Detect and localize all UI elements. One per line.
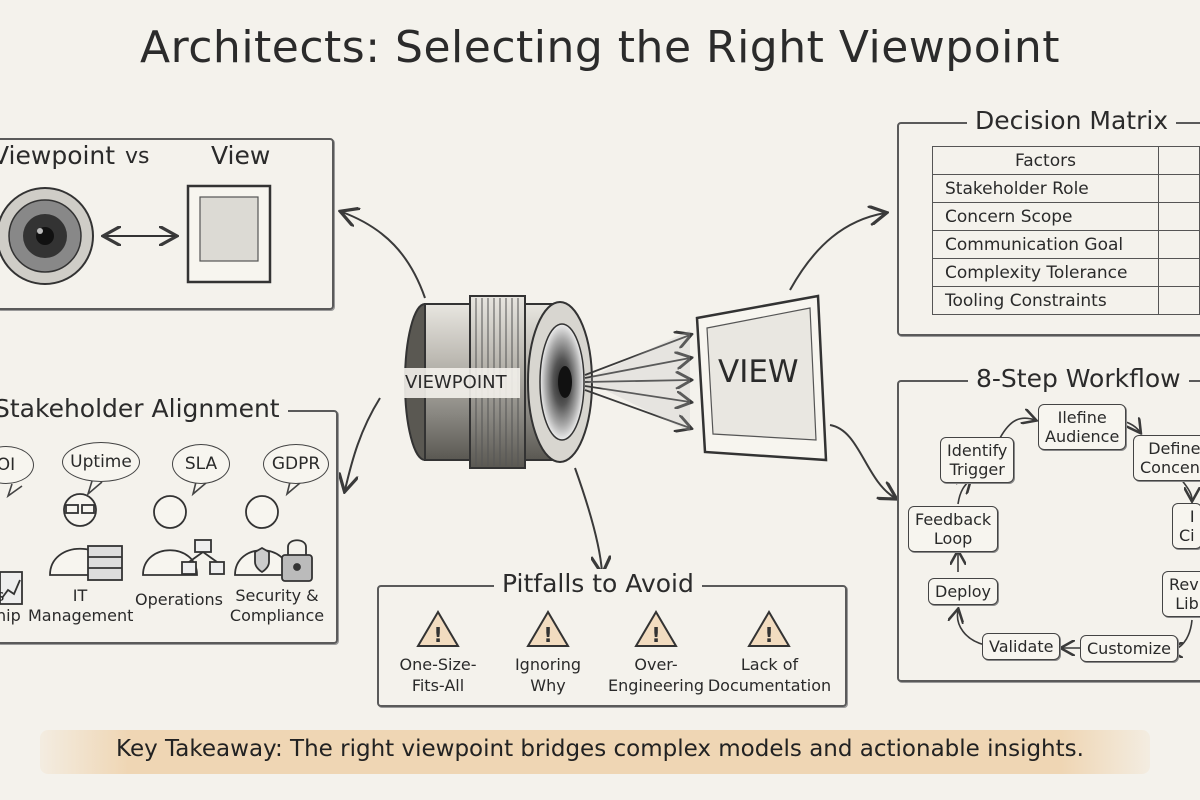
svg-text:!: ! [433, 623, 442, 647]
matrix-cell: Communication Goal [932, 230, 1159, 259]
decision-matrix-title: Decision Matrix [967, 106, 1177, 135]
speech-bubble: SLA [172, 444, 230, 484]
workflow-title: 8-Step Workflow [968, 364, 1189, 393]
step-define-audience: Ilefine Audience [1038, 404, 1127, 450]
arrow-to-pitfalls [574, 467, 602, 572]
arrow-to-workflow [829, 424, 895, 498]
viewpoint-vs-view-panel [0, 138, 334, 310]
matrix-cell: Stakeholder Role [932, 174, 1159, 203]
step-review-library: Rev Lib [1162, 571, 1200, 617]
arrow-to-stakeholder [345, 397, 381, 490]
warning-icons [416, 610, 791, 647]
lens-icon [400, 295, 593, 469]
step-validate: Validate [982, 633, 1061, 660]
arrow-to-decision-matrix [789, 213, 885, 291]
arrow-to-viewpoint-vs-view [342, 212, 426, 299]
matrix-cell: Tooling Constraints [932, 286, 1159, 315]
projection-rays [584, 335, 690, 428]
matrix-cell: Concern Scope [932, 202, 1159, 231]
step-feedback-loop: Feedback Loop [908, 506, 999, 552]
camera-lens-icon [0, 187, 94, 285]
takeaway-banner [40, 730, 1150, 774]
role-label: IT Management [28, 586, 134, 625]
matrix-cell: Factors [932, 146, 1159, 175]
matrix-cell: Complexity Tolerance [932, 258, 1159, 287]
pitfalls-title: Pitfalls to Avoid [494, 569, 702, 598]
step-identify-trigger: Identify Trigger [940, 437, 1015, 483]
view-picture-icon [186, 184, 272, 284]
step-define-concerns: Define Concenc [1133, 435, 1200, 481]
matrix-row: Stakeholder Role [932, 174, 1200, 203]
pitfall-item: One-Size- Fits-All [399, 655, 477, 695]
matrix-row: Complexity Tolerance [932, 258, 1200, 287]
speech-bubble: GDPR [263, 444, 329, 484]
viewpoint-label: Viewpoint [0, 141, 116, 170]
vs-label: vs [125, 144, 150, 169]
view-label: View [211, 141, 271, 170]
svg-text:!: ! [651, 623, 660, 647]
takeaway-text: Key Takeaway: The right viewpoint bridge… [116, 736, 1084, 762]
speech-bubble: Uptime [62, 442, 140, 482]
matrix-row: Concern Scope [932, 202, 1200, 231]
matrix-row: Tooling Constraints [932, 286, 1200, 315]
role-label: Operations [135, 590, 223, 609]
pitfall-item: Lack of Documentation [707, 655, 832, 695]
view-box-label: VIEW [718, 354, 799, 390]
matrix-row: Factors [932, 146, 1200, 175]
step-customize: Customize [1080, 635, 1178, 662]
stakeholder-alignment-title: Stakeholder Alignment [0, 394, 288, 423]
decision-matrix-table: Factors Stakeholder Role Concern Scope C… [932, 146, 1200, 315]
pitfall-item: Over- Engineering [608, 655, 704, 695]
lens-label: VIEWPOINT [405, 372, 507, 393]
role-label: s hip [0, 586, 21, 625]
view-frame-icon [695, 294, 828, 462]
step-c: I Ci [1172, 503, 1200, 549]
pitfall-item: Ignoring Why [514, 655, 582, 695]
svg-text:!: ! [764, 623, 773, 647]
stakeholder-figures [0, 493, 313, 605]
matrix-row: Communication Goal [932, 230, 1200, 259]
step-deploy: Deploy [928, 578, 999, 605]
role-label: Security & Compliance [229, 586, 325, 625]
svg-text:!: ! [543, 623, 552, 647]
page-title: Architects: Selecting the Right Viewpoin… [140, 22, 1060, 73]
